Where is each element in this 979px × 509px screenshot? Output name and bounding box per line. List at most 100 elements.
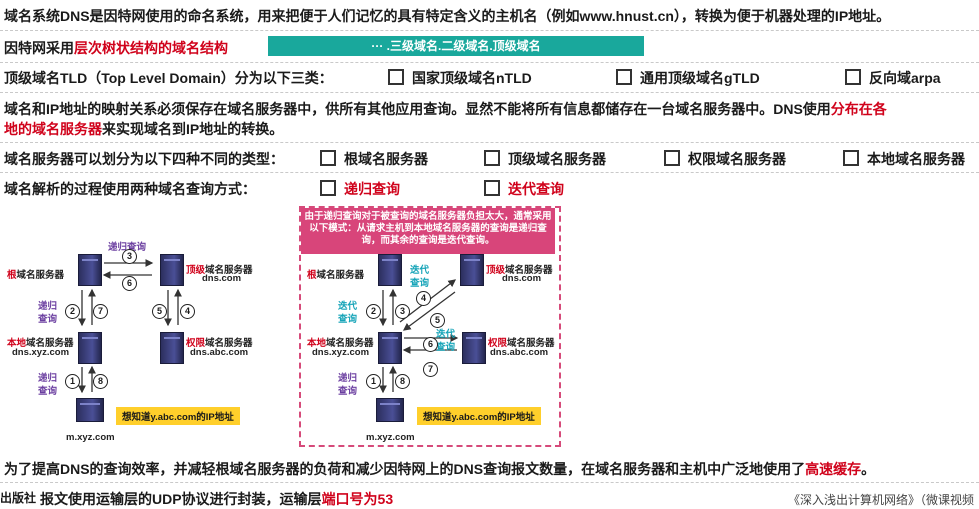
query-methods-line: 域名解析的过程使用两种域名查询方式： xyxy=(4,179,256,199)
iter-label-1: 迭代 xyxy=(410,265,430,276)
mapping-text: 域名和IP地址的映射关系必须保存在域名服务器中，供所有其他应用查询。显然不能将所… xyxy=(4,101,831,117)
mapping-highlight: 地的域名服务器 xyxy=(4,121,102,137)
server-types-line: 域名服务器可以划分为以下四种不同的类型： xyxy=(4,149,284,169)
tld-server-icon-2 xyxy=(460,254,484,286)
host-note-2: 想知道y.abc.com的IP地址 xyxy=(417,407,541,425)
publisher-logo: 出版社 xyxy=(0,491,37,505)
divider xyxy=(0,62,979,63)
recursive-label-bottom-2: 查询 xyxy=(38,386,58,397)
auth-server-host: dns.abc.com xyxy=(190,347,249,358)
host-name-2: m.xyz.com xyxy=(366,432,415,443)
tld-option-arpa[interactable]: 反向域arpa xyxy=(845,68,941,88)
checkbox-icon[interactable] xyxy=(320,150,336,166)
option-label: 顶级域名服务器 xyxy=(508,151,606,167)
query-method-recursive[interactable]: 递归查询 xyxy=(320,179,400,199)
mapping-line-2: 地的域名服务器来实现域名到IP地址的转换。 xyxy=(4,119,283,139)
tld-label: 顶级域名TLD（Top Level Domain）分为以下三类： xyxy=(4,70,333,86)
structure-prefix: 因特网采用 xyxy=(4,40,74,56)
checkbox-icon[interactable] xyxy=(845,69,861,85)
host-name: m.xyz.com xyxy=(66,432,115,443)
query-method-iterative[interactable]: 迭代查询 xyxy=(484,179,564,199)
option-label: 国家顶级域名nTLD xyxy=(412,70,532,86)
mapping-text: 来实现域名到IP地址的转换。 xyxy=(102,121,284,137)
step-4: 4 xyxy=(180,304,195,319)
mapping-line-1: 域名和IP地址的映射关系必须保存在域名服务器中，供所有其他应用查询。显然不能将所… xyxy=(4,99,887,119)
server-types-label: 域名服务器可以划分为以下四种不同的类型： xyxy=(4,151,284,167)
iter-label-2: 迭代 xyxy=(338,301,358,312)
tld-server-label-2: 顶级域名服务器 xyxy=(486,265,553,276)
iter-label-2b: 查询 xyxy=(338,314,358,325)
host-note: 想知道y.abc.com的IP地址 xyxy=(116,407,240,425)
option-label: 权限域名服务器 xyxy=(688,151,786,167)
checkbox-icon[interactable] xyxy=(664,150,680,166)
iter-label-1b: 查询 xyxy=(410,278,430,289)
cache-highlight: 高速缓存 xyxy=(805,461,862,477)
step-5b: 5 xyxy=(430,313,445,328)
udp-highlight: 端口号为53 xyxy=(321,491,394,507)
tld-server-host: dns.com xyxy=(202,273,242,284)
domain-structure-line: 因特网采用层次树状结构的域名结构 xyxy=(4,38,228,58)
server-type-local[interactable]: 本地域名服务器 xyxy=(843,149,965,169)
step-7b: 7 xyxy=(423,362,438,377)
cache-end: 。 xyxy=(861,461,876,477)
tld-line: 顶级域名TLD（Top Level Domain）分为以下三类： xyxy=(4,68,333,88)
tld-server-label: 顶级域名服务器 xyxy=(186,265,253,276)
local-server-icon xyxy=(78,332,102,364)
option-label: 递归查询 xyxy=(344,181,400,197)
auth-server-label: 权限域名服务器 xyxy=(186,338,253,349)
step-1: 1 xyxy=(65,374,80,389)
udp-line: 报文使用运输层的UDP协议进行封装，运输层端口号为53 xyxy=(40,489,393,509)
local-server-host-2: dns.xyz.com xyxy=(312,347,370,358)
intro-line: 域名系统DNS是因特网使用的命名系统，用来把便于人们记忆的具有特定含义的主机名（… xyxy=(4,8,891,24)
checkbox-icon[interactable] xyxy=(388,69,404,85)
step-6: 6 xyxy=(122,276,137,291)
root-server-icon xyxy=(78,254,102,286)
tld-server-host-2: dns.com xyxy=(502,273,542,284)
local-server-label-2: 本地域名服务器 xyxy=(307,338,374,349)
server-type-tld[interactable]: 顶级域名服务器 xyxy=(484,149,606,169)
iter-label-3: 迭代 xyxy=(436,329,456,340)
option-label: 本地域名服务器 xyxy=(867,151,965,167)
hybrid-query-panel xyxy=(299,206,561,447)
recursive-label-top: 递归查询 xyxy=(108,242,147,253)
recursive-label-right-2: 查询 xyxy=(338,386,358,397)
mapping-highlight: 分布在各 xyxy=(830,101,887,117)
checkbox-icon[interactable] xyxy=(320,180,336,196)
hybrid-query-note: 由于递归查询对于被查询的域名服务器负担太大，通常采用以下模式：从请求主机到本地域… xyxy=(301,208,555,254)
step-2b: 2 xyxy=(366,304,381,319)
option-label: 迭代查询 xyxy=(508,181,564,197)
divider xyxy=(0,92,979,93)
step-4b: 4 xyxy=(416,291,431,306)
root-server-label: 根域名服务器 xyxy=(7,270,65,281)
step-8b: 8 xyxy=(395,374,410,389)
auth-server-host-2: dns.abc.com xyxy=(490,347,549,358)
recursive-label-right: 递归 xyxy=(338,373,358,384)
domain-hierarchy-bar: ··· .三级域名.二级域名.顶级域名 xyxy=(268,36,644,56)
option-label: 反向域arpa xyxy=(869,70,941,86)
step-3b: 3 xyxy=(395,304,410,319)
auth-server-icon-2 xyxy=(462,332,486,364)
local-server-host: dns.xyz.com xyxy=(12,347,70,358)
divider xyxy=(0,172,979,173)
book-title: 《深入浅出计算机网络》（微课视频 xyxy=(788,493,975,507)
host-computer-icon xyxy=(76,398,104,422)
local-server-label: 本地域名服务器 xyxy=(7,338,74,349)
step-3: 3 xyxy=(122,249,137,264)
server-type-auth[interactable]: 权限域名服务器 xyxy=(664,149,786,169)
step-8: 8 xyxy=(93,374,108,389)
tld-option-gtld[interactable]: 通用顶级域名gTLD xyxy=(616,68,760,88)
cache-line: 为了提高DNS的查询效率，并减轻根域名服务器的负荷和减少因特网上的DNS查询报文… xyxy=(4,459,875,479)
step-1b: 1 xyxy=(366,374,381,389)
tld-server-icon xyxy=(160,254,184,286)
server-type-root[interactable]: 根域名服务器 xyxy=(320,149,428,169)
checkbox-icon[interactable] xyxy=(484,150,500,166)
tld-option-ntld[interactable]: 国家顶级域名nTLD xyxy=(388,68,532,88)
udp-text: 报文使用运输层的UDP协议进行封装，运输层 xyxy=(40,491,322,507)
checkbox-icon[interactable] xyxy=(484,180,500,196)
checkbox-icon[interactable] xyxy=(616,69,632,85)
host-computer-icon-2 xyxy=(376,398,404,422)
cache-text: 为了提高DNS的查询效率，并减轻根域名服务器的负荷和减少因特网上的DNS查询报文… xyxy=(4,461,806,477)
divider xyxy=(0,142,979,143)
divider xyxy=(0,30,979,31)
checkbox-icon[interactable] xyxy=(843,150,859,166)
